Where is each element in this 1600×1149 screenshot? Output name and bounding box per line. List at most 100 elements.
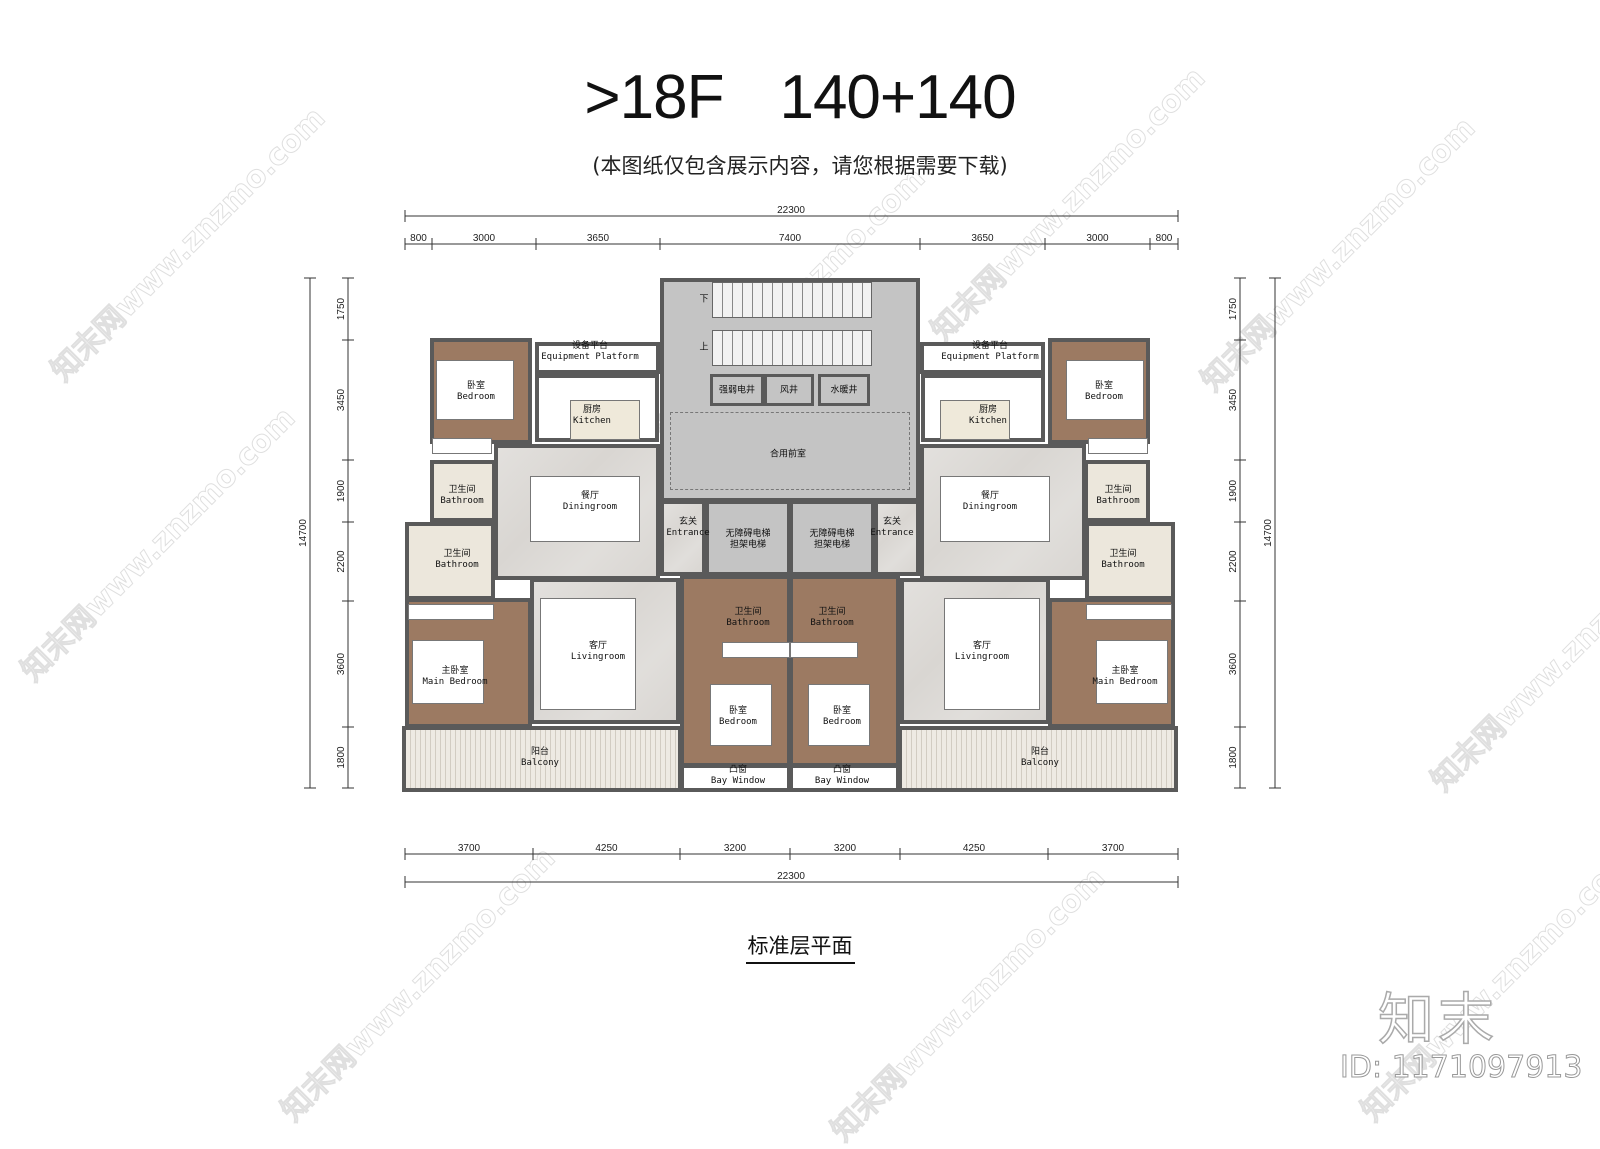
left-master-bedroom — [405, 598, 532, 728]
room-name-en: Kitchen — [969, 416, 1007, 426]
elevator-text: 担架电梯 — [813, 540, 851, 550]
dim-value: 3000 — [1086, 233, 1109, 244]
right-bed — [808, 684, 870, 746]
left-bed — [710, 684, 772, 746]
room-name-zh: 厨房 — [978, 405, 997, 415]
room-name-zh: 卧室 — [466, 381, 485, 391]
watermark-text: 知末网www.znzmo.com — [1424, 510, 1600, 799]
dim-value: 3000 — [473, 233, 496, 244]
room-name-en: Main Bedroom — [1092, 677, 1158, 687]
room-name-en: Bedroom — [719, 717, 757, 727]
right-dining-table — [940, 476, 1050, 542]
room-name-zh: 客厅 — [588, 641, 607, 651]
shared-lobby-label: 合用前室 — [769, 449, 807, 460]
room-name-en: Bedroom — [457, 392, 495, 402]
dim-value: 3650 — [971, 233, 994, 244]
left-wardrobe — [432, 438, 492, 454]
room-name-zh: 主卧室 — [441, 666, 469, 676]
plan-title: 标准层平面 — [0, 930, 1600, 964]
left-equipment-platform — [535, 342, 660, 374]
room-name-en: Bedroom — [1085, 392, 1123, 402]
dim-value: 800 — [1156, 233, 1173, 244]
dim-value: 3600 — [1228, 652, 1239, 675]
dim-total: 14700 — [298, 519, 309, 547]
left-dining-table — [530, 476, 640, 542]
room-name-en: Equipment Platform — [541, 352, 639, 362]
right-equipment-platform — [920, 342, 1045, 374]
right-elevator — [789, 500, 875, 576]
dim-value: 1750 — [336, 297, 347, 320]
left-center-bedroom — [680, 575, 791, 767]
plan-title-text: 标准层平面 — [745, 934, 855, 964]
dim-value: 3450 — [1228, 388, 1239, 411]
dim-total: 22300 — [777, 205, 805, 216]
room-name-en: Bay Window — [814, 776, 870, 786]
room-name-zh: 主卧室 — [1111, 666, 1139, 676]
elevator-text: 担架电梯 — [729, 540, 767, 550]
right-living-rug — [944, 598, 1040, 710]
dim-value: 3650 — [587, 233, 610, 244]
left-bathroom-small — [430, 460, 496, 522]
shaft-water-label: 水暖井 — [830, 385, 858, 396]
right-center-bathroom — [790, 576, 860, 642]
left-center-bathroom — [720, 576, 790, 642]
room-name-zh: 卧室 — [1094, 381, 1113, 391]
room-name-zh: 凸窗 — [832, 765, 851, 775]
elevator-text: 无障碍电梯 — [725, 529, 771, 539]
room-name-en: Bathroom — [1101, 560, 1145, 570]
dim-value: 4250 — [963, 843, 986, 854]
room-name-en: Main Bedroom — [422, 677, 488, 687]
room-name-zh: 厨房 — [582, 405, 601, 415]
room-name-en: Bathroom — [440, 496, 484, 506]
right-kitchen — [921, 374, 1045, 442]
floor-label: >18F — [584, 63, 724, 132]
left-wardrobe — [722, 642, 790, 658]
watermark-text: 知末网www.znzmo.com — [824, 860, 1113, 1149]
dim-value: 7400 — [779, 233, 802, 244]
dim-value: 3200 — [834, 843, 857, 854]
dim-value: 3450 — [336, 388, 347, 411]
room-name-en: Equipment Platform — [941, 352, 1039, 362]
room-name-zh: 玄关 — [882, 517, 902, 527]
right-wardrobe — [790, 642, 858, 658]
right-dining-room — [920, 444, 1086, 580]
left-elevator-label: 无障碍电梯担架电梯 — [725, 529, 770, 551]
dim-value: 3700 — [458, 843, 481, 854]
right-balcony — [898, 726, 1178, 792]
room-name-zh: 卧室 — [728, 706, 747, 716]
room-name-en: Kitchen — [573, 416, 611, 426]
room-name-zh: 卫生间 — [443, 549, 471, 559]
dim-value: 2200 — [1228, 550, 1239, 573]
shared-lobby — [670, 412, 910, 490]
dim-value: 1800 — [336, 746, 347, 769]
room-name-zh: 卫生间 — [1104, 485, 1132, 495]
room-name-en: Bathroom — [810, 618, 854, 628]
left-bed — [412, 640, 484, 704]
room-name-zh: 卫生间 — [734, 607, 762, 617]
left-entrance — [660, 500, 706, 576]
right-bathroom-suite — [1085, 522, 1175, 600]
room-name-en: Balcony — [521, 758, 559, 768]
left-bed — [436, 360, 514, 420]
right-living-room — [900, 578, 1050, 724]
right-bay-window — [789, 764, 900, 792]
left-bay-window — [680, 764, 791, 792]
room-name-zh: 卫生间 — [1109, 549, 1137, 559]
dim-value: 2200 — [336, 550, 347, 573]
dim-value: 3600 — [336, 652, 347, 675]
